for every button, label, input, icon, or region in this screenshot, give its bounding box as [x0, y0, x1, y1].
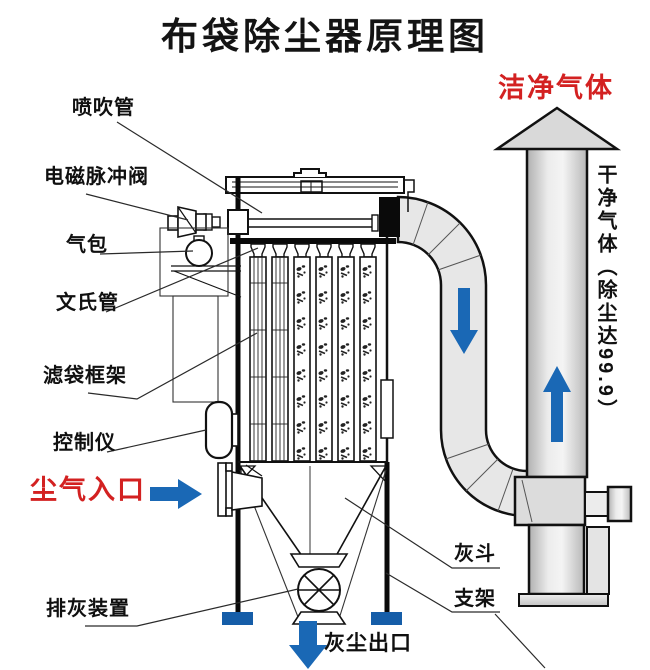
- label-dust-outlet: 灰尘出口: [324, 632, 412, 655]
- air-bag-tank: [185, 239, 213, 267]
- leader-lines: [85, 121, 546, 669]
- motor: [606, 485, 633, 523]
- outlet-connection: [379, 197, 400, 237]
- diagram-title: 布袋除尘器原理图: [161, 16, 489, 57]
- stack-pedestal: [527, 523, 586, 596]
- label-venturi-tube: 文氏管: [56, 292, 119, 314]
- label-support: 支架: [454, 588, 496, 610]
- label-air-bag: 气包: [66, 234, 108, 256]
- filter-bags: [249, 243, 377, 462]
- label-ash-hopper: 灰斗: [454, 543, 496, 565]
- label-controller: 控制仪: [53, 432, 116, 454]
- pedestal-column: [586, 526, 610, 595]
- solenoid-pulse-valve: [167, 206, 207, 238]
- base-plate: [518, 593, 609, 607]
- inlet-duct: [217, 462, 263, 517]
- fan-box: [513, 475, 587, 527]
- label-dusty-gas-inlet: 尘气入口: [30, 475, 146, 505]
- controller-unit: [204, 400, 239, 460]
- motor-shaft: [584, 491, 609, 517]
- stack-up-arrow-icon: [543, 366, 571, 442]
- chimney-stack: [492, 106, 633, 607]
- label-ash-discharge-device: 排灰装置: [46, 598, 130, 620]
- left-foot: [222, 612, 253, 625]
- inlet-arrow-icon: [150, 479, 202, 509]
- right-foot: [371, 612, 402, 625]
- filter-bag-with-cage: [249, 256, 289, 462]
- dust-outlet-arrow-icon: [289, 621, 327, 669]
- filter-bag-dusty: [293, 256, 377, 462]
- label-filter-bag-cage: 滤袋框架: [43, 365, 127, 387]
- lifting-lug: [293, 168, 327, 177]
- baghouse-casing: [225, 168, 415, 614]
- stack-cap-icon: [492, 106, 622, 151]
- label-clean-gas-note: 干净气体（除尘达99.9）: [594, 164, 616, 422]
- access-door: [380, 379, 394, 439]
- duct-down-arrow-icon: [450, 288, 478, 354]
- label-blow-pipe: 喷吹管: [72, 97, 135, 119]
- ash-discharge-valve: [289, 553, 349, 625]
- label-clean-gas: 洁净气体: [498, 73, 614, 103]
- venturi-tubes: [250, 243, 376, 258]
- flow-arrows: [150, 288, 571, 669]
- label-solenoid-pulse-valve: 电磁脉冲阀: [44, 166, 149, 188]
- top-cover: [225, 176, 405, 194]
